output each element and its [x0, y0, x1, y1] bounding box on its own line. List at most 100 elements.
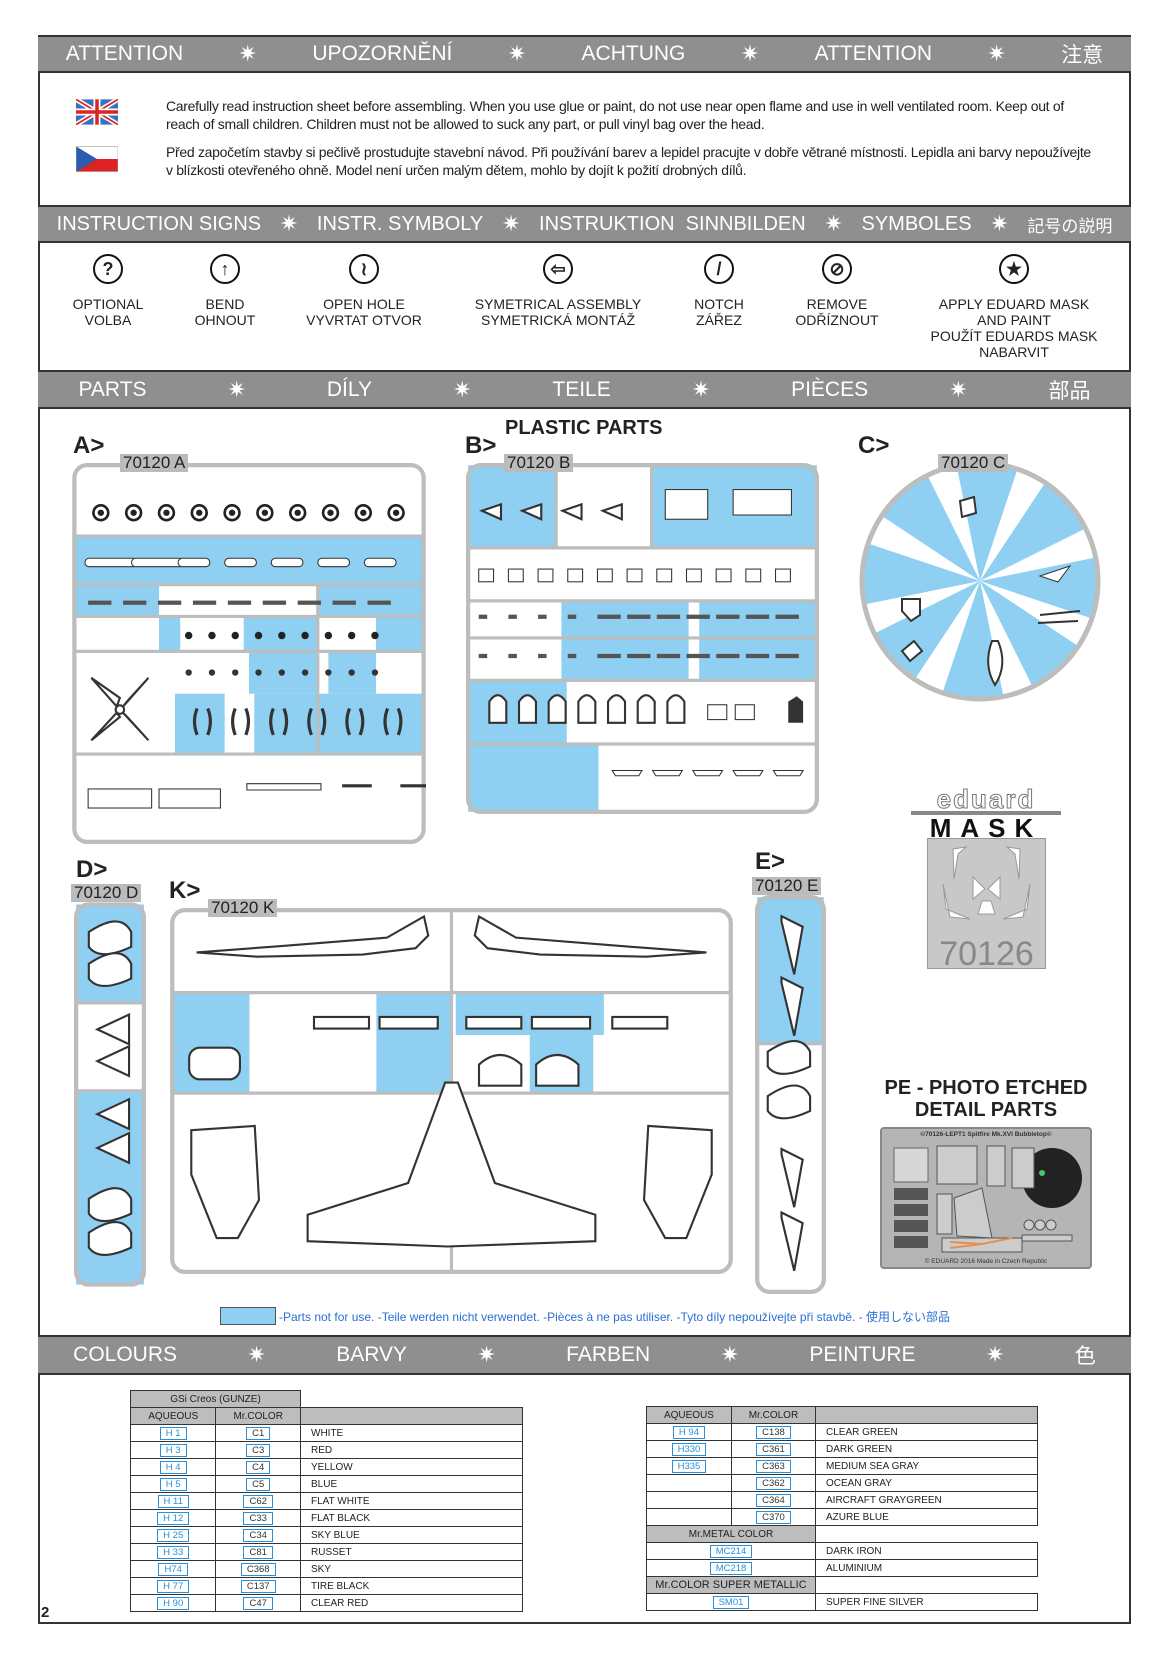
unused-part-zone — [174, 693, 225, 755]
part — [262, 600, 287, 605]
header-text: INSTRUCTION SIGNS — [56, 212, 262, 235]
sign-label: OPEN HOLE — [323, 296, 405, 312]
part — [686, 614, 710, 619]
part — [745, 653, 770, 659]
paint-code: H 5 — [159, 1477, 187, 1491]
star-icon: ✷ — [949, 376, 968, 402]
group-header: Mr.COLOR SUPER METALLIC — [646, 1576, 816, 1594]
part — [87, 952, 133, 988]
legend-text: -Parts not for use. -Teile werden nicht … — [279, 1309, 950, 1324]
part — [94, 1131, 131, 1165]
unused-part-zone — [956, 463, 1018, 581]
paint-code: SM01 — [712, 1595, 750, 1609]
header-text: ATTENTION — [814, 42, 933, 65]
unused-part-zone — [159, 616, 181, 652]
colour-name: YELLOW — [300, 1458, 523, 1476]
part — [278, 669, 285, 676]
group-header: GSi Creos (GUNZE) — [130, 1390, 301, 1408]
part — [656, 653, 681, 659]
paint-code: H 1 — [159, 1426, 187, 1440]
header-text: TEILE — [552, 377, 611, 401]
unused-part-zone — [561, 637, 689, 681]
sign-label: OHNOUT — [194, 312, 256, 328]
unused-part-zone — [980, 581, 1079, 687]
header-text: COLOURS — [73, 1343, 178, 1366]
star-icon: ✷ — [985, 1342, 1005, 1367]
unused-part-zone — [254, 693, 424, 755]
part — [599, 502, 623, 521]
part — [651, 769, 684, 777]
star-icon: ✷ — [247, 1342, 266, 1367]
apply-mask-icon: ★ — [999, 254, 1029, 284]
part — [766, 1040, 812, 1075]
plastic-parts-title: PLASTIC PARTS — [505, 417, 663, 439]
part — [332, 600, 356, 605]
part — [84, 557, 139, 568]
paint-code: C1 — [246, 1426, 271, 1440]
paint-code: C361 — [756, 1442, 791, 1456]
part — [227, 600, 252, 605]
propeller-part — [90, 676, 150, 742]
sign-label: AND PAINT — [977, 312, 1051, 328]
paint-code: C364 — [756, 1493, 791, 1507]
part — [184, 631, 193, 640]
unused-part-zone — [468, 743, 546, 812]
paint-code: C34 — [243, 1528, 273, 1542]
part — [246, 783, 322, 791]
lower-wing-part — [306, 1081, 597, 1248]
col-header: Mr.COLOR — [730, 1406, 817, 1424]
part — [87, 920, 133, 956]
mask-sheet: 70126 — [927, 838, 1046, 971]
eduard-mask-logo: eduard MASK — [911, 786, 1061, 841]
part — [254, 631, 263, 640]
part — [269, 707, 289, 736]
part — [685, 568, 702, 583]
fuselage-half-part — [196, 914, 707, 958]
star-icon: ✷ — [238, 41, 257, 66]
part — [686, 653, 710, 659]
sprue-e — [755, 895, 826, 1294]
part — [192, 707, 212, 736]
colour-name: MEDIUM SEA GRAY — [815, 1457, 1038, 1475]
unused-part-zone — [74, 584, 160, 617]
attention-header: ATTENTION✷ UPOZORNĚNÍ✷ ACHTUNG✷ ATTENTIO… — [38, 35, 1131, 73]
part — [664, 489, 709, 520]
star-icon: ✷ — [227, 376, 246, 402]
open-hole-icon: ≀ — [349, 254, 379, 284]
part — [124, 504, 143, 522]
paint-code: H 77 — [157, 1579, 190, 1593]
star-icon: ✷ — [477, 1342, 496, 1367]
legend-swatch — [220, 1307, 276, 1325]
part — [627, 614, 651, 619]
sprue-b-letter: B> — [465, 432, 497, 459]
part — [745, 614, 770, 619]
sprue-c-name: 70120 C — [938, 454, 1009, 472]
unused-part-zone — [874, 581, 980, 680]
part — [321, 504, 340, 522]
part — [656, 568, 673, 583]
part — [87, 788, 153, 809]
paint-code: C4 — [246, 1460, 271, 1474]
part — [519, 502, 543, 521]
part — [387, 504, 405, 522]
part — [92, 504, 110, 522]
symmetrical-assembly-icon: ⇦ — [543, 254, 573, 284]
paint-code: H 33 — [157, 1545, 190, 1559]
paint-code: MC214 — [709, 1544, 753, 1558]
part — [324, 631, 333, 640]
colour-name: ALUMINIUM — [815, 1559, 1038, 1577]
paint-code: C363 — [756, 1459, 791, 1473]
header-text: 部品 — [1048, 379, 1091, 403]
